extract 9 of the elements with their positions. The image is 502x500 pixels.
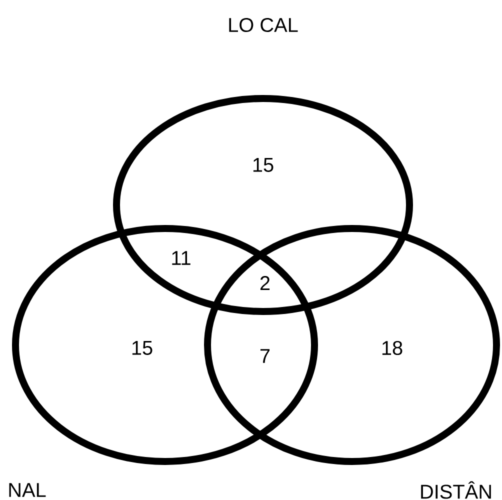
region-count: 2 <box>260 276 270 290</box>
set-label: DISTÂN <box>421 481 491 499</box>
set-label: NAL <box>9 483 46 497</box>
region-count: 7 <box>260 349 270 363</box>
region-count: 11 <box>172 251 190 265</box>
region-count: 15 <box>132 341 152 355</box>
region-count: 18 <box>382 340 402 356</box>
set-label: LO CAL <box>229 18 298 32</box>
region-count: 15 <box>253 158 274 172</box>
